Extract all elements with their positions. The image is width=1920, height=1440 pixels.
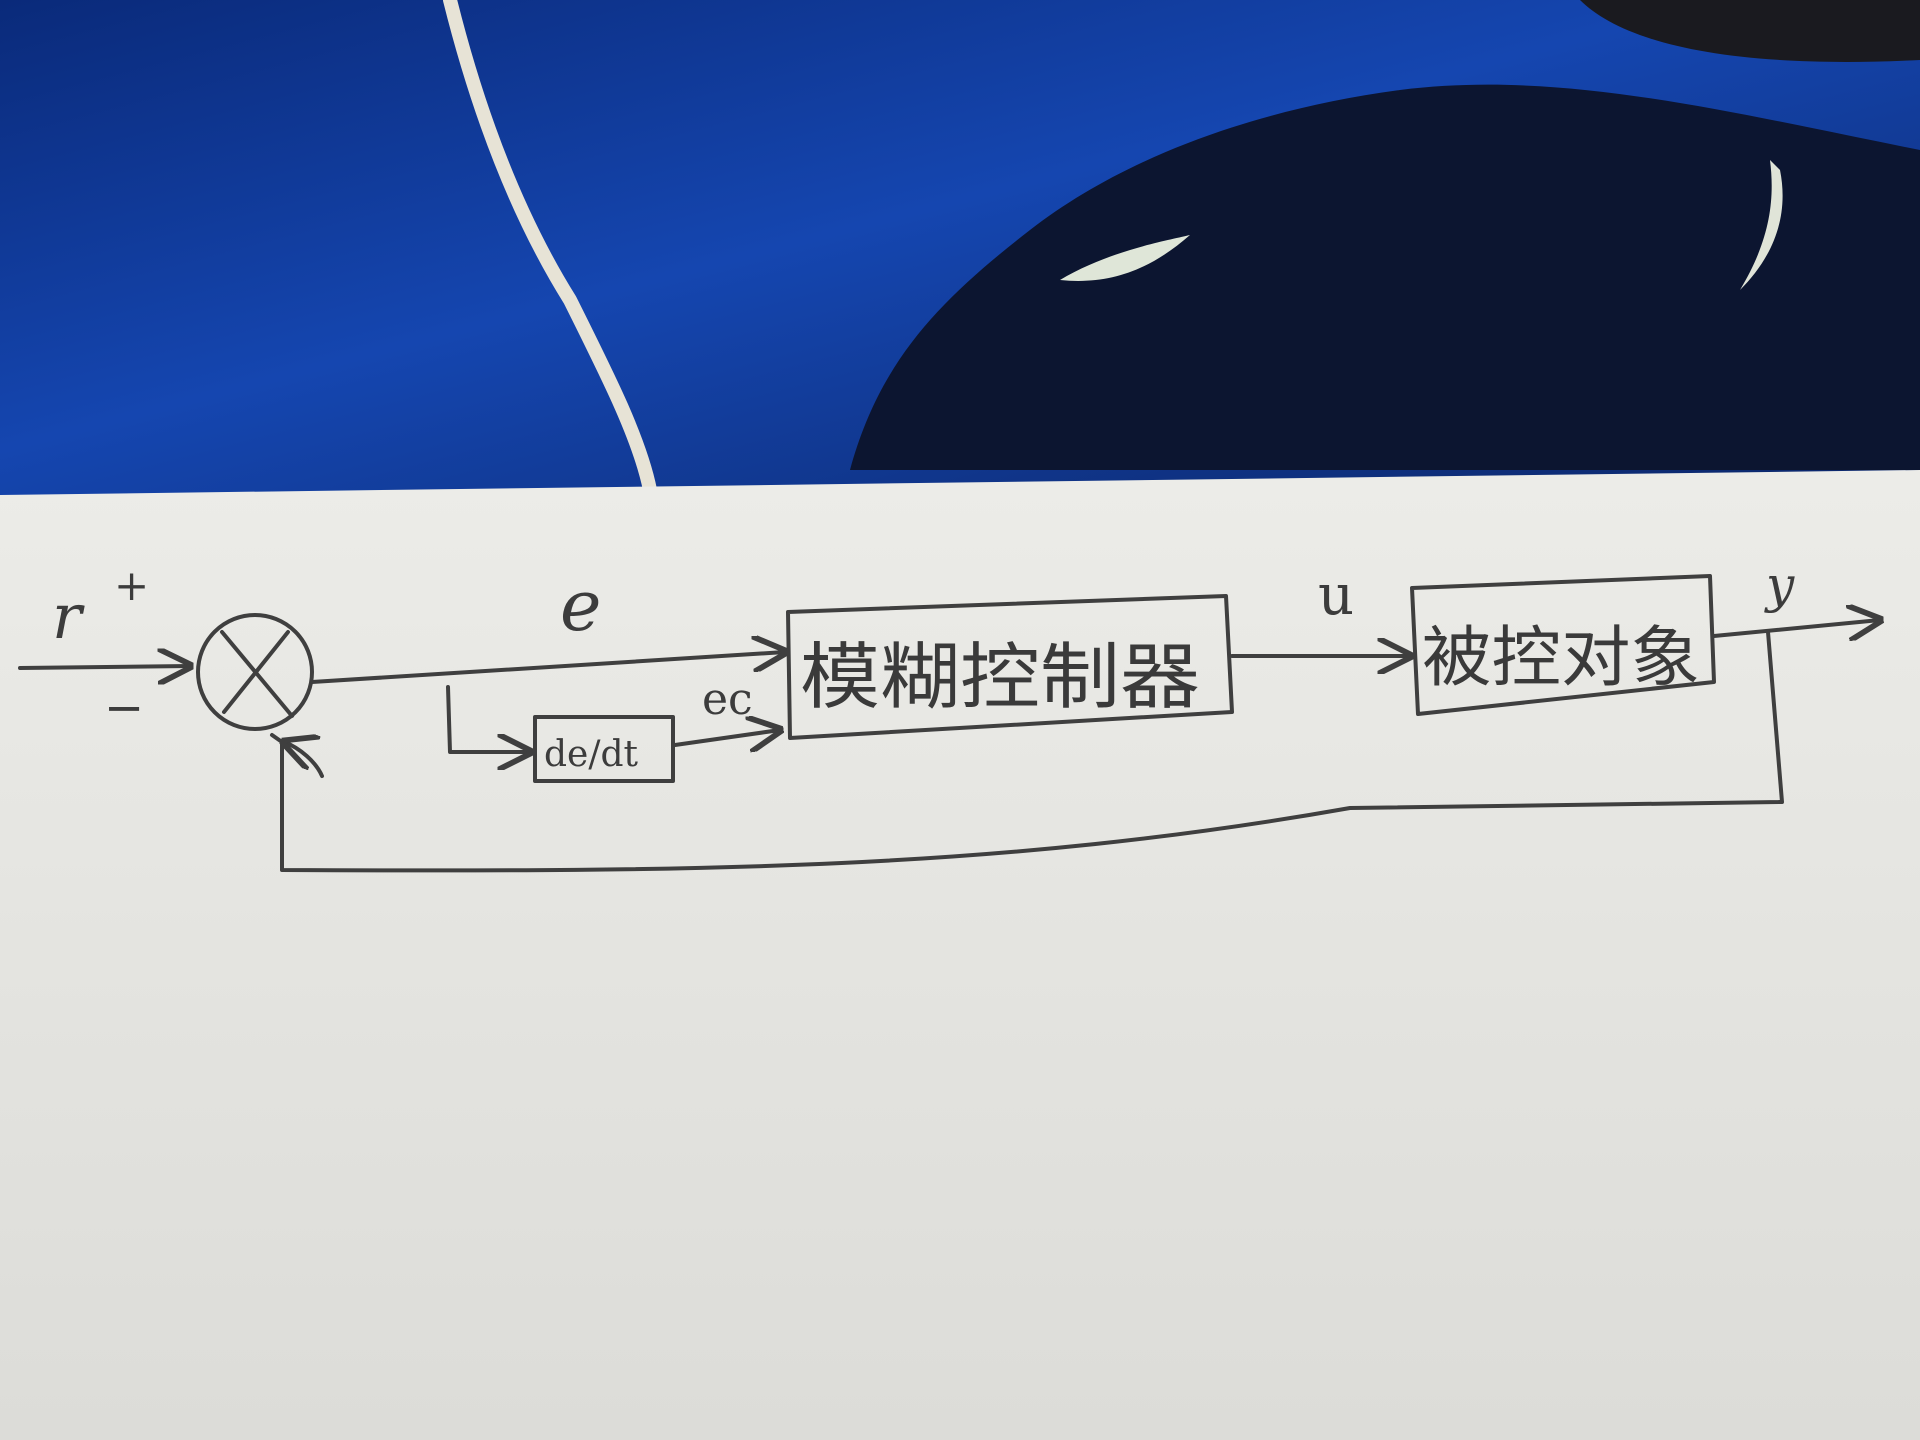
fuzzy-controller-block [786, 594, 1234, 740]
silhouette-eye [1060, 235, 1190, 281]
white-cable [443, 0, 657, 497]
dark-silhouette [850, 84, 1920, 471]
output-label: y [1764, 556, 1795, 614]
error-change-arrow [673, 730, 780, 745]
error-label: e [560, 565, 601, 647]
summing-junction [196, 613, 314, 731]
feedback-arrowhead [284, 742, 324, 778]
error-arrow [310, 652, 785, 684]
output-arrow [1712, 620, 1880, 636]
derivative-branch-arrow [446, 685, 530, 752]
dark-object [1580, 0, 1920, 62]
derivative-block [533, 715, 675, 783]
feedback-line [270, 630, 1784, 873]
reference-label: r [52, 580, 85, 653]
minus-sign: − [104, 680, 144, 736]
silhouette-fang [1740, 160, 1783, 290]
fuzzy-controller-label: 模糊控制器 [800, 635, 1200, 719]
input-arrow [18, 666, 190, 668]
plus-sign: + [114, 561, 149, 610]
derivative-label: de/dt [544, 734, 639, 775]
error-change-label: ec [702, 674, 753, 725]
plant-block [1410, 574, 1716, 716]
plant-label: 被控对象 [1422, 619, 1700, 696]
control-signal-label: u [1318, 563, 1354, 628]
